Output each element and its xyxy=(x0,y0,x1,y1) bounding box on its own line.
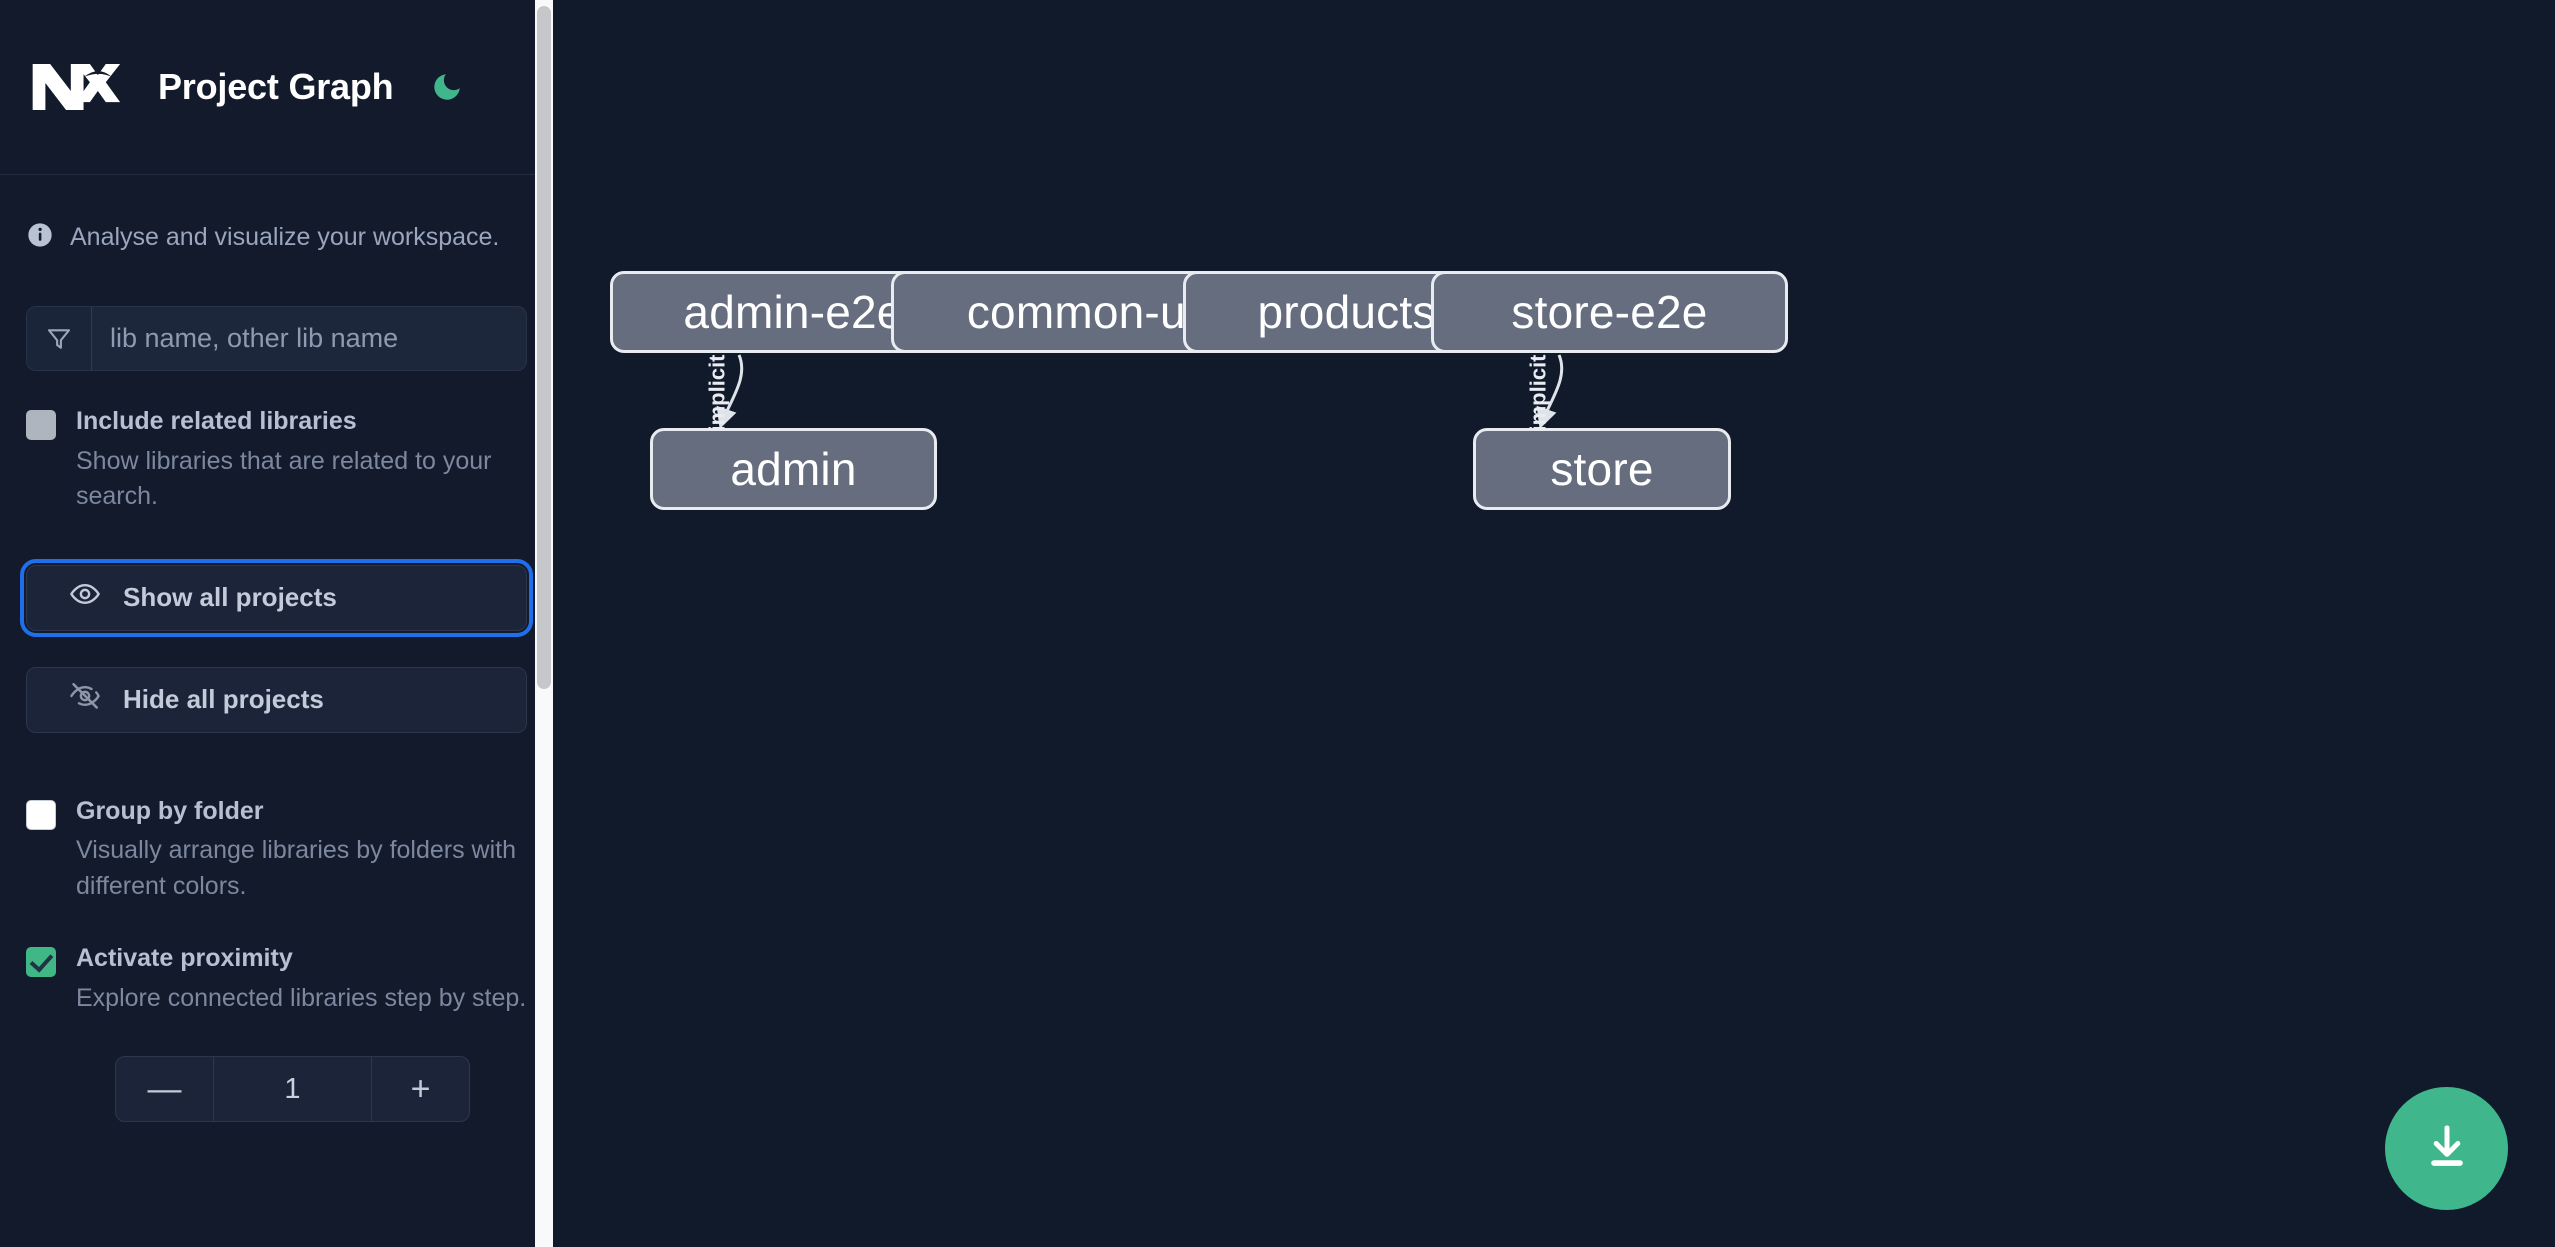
proximity-value: 1 xyxy=(284,1072,301,1105)
workspace-description-row: Analyse and visualize your workspace. xyxy=(0,175,553,254)
hide-all-projects-label: Hide all projects xyxy=(123,684,324,714)
graph-canvas[interactable]: admin-e2e common-ui products store-e2e a… xyxy=(553,0,2555,1247)
graph-edges xyxy=(716,354,1564,429)
group-by-folder-label: Group by folder xyxy=(76,796,264,825)
include-related-libraries-checkbox[interactable] xyxy=(26,410,56,440)
show-all-projects-label: Show all projects xyxy=(123,582,337,612)
sidebar-body: Analyse and visualize your workspace. In… xyxy=(0,175,553,1122)
filter-funnel-icon xyxy=(27,307,92,370)
graph-node-admin[interactable]: admin xyxy=(650,428,937,510)
search-input[interactable] xyxy=(92,307,526,370)
projects-button-group: Show all projects Hide all projects xyxy=(0,558,553,733)
graph-node-store[interactable]: store xyxy=(1473,428,1731,510)
graph-node-label: common-ui xyxy=(966,286,1197,338)
group-by-folder-description: Visually arrange libraries by folders wi… xyxy=(76,836,517,900)
sidebar-scrollbar[interactable] xyxy=(535,0,553,1247)
page-title: Project Graph xyxy=(158,66,394,107)
proximity-decrement-button[interactable]: — xyxy=(116,1057,214,1121)
sidebar-header: Project Graph xyxy=(0,0,553,175)
graph-node-store-e2e[interactable]: store-e2e xyxy=(1431,271,1788,353)
moon-icon[interactable] xyxy=(427,67,467,107)
graph-node-label: store-e2e xyxy=(1511,286,1708,338)
download-graph-button[interactable] xyxy=(2385,1087,2508,1210)
include-related-libraries-description: Show libraries that are related to your … xyxy=(76,446,492,511)
workspace-description: Analyse and visualize your workspace. xyxy=(70,223,500,251)
proximity-stepper: — 1 + xyxy=(115,1056,470,1122)
include-related-libraries-label: Include related libraries xyxy=(76,407,357,435)
download-icon xyxy=(2421,1121,2473,1176)
search-field-wrapper xyxy=(26,306,527,371)
show-all-projects-button[interactable]: Show all projects xyxy=(20,558,533,637)
graph-node-label: store xyxy=(1550,443,1654,495)
eye-icon xyxy=(69,578,101,617)
activate-proximity-label: Activate proximity xyxy=(76,944,293,972)
group-by-folder-checkbox[interactable] xyxy=(26,799,56,830)
graph-node-label: admin xyxy=(730,443,857,495)
option-include-related-libraries[interactable]: Include related libraries Show libraries… xyxy=(0,371,553,515)
activate-proximity-checkbox[interactable] xyxy=(26,947,56,977)
sidebar: Project Graph Analyse and visualize your… xyxy=(0,0,553,1247)
proximity-increment-button[interactable]: + xyxy=(371,1057,469,1121)
eye-off-icon xyxy=(69,680,101,719)
info-icon xyxy=(26,221,54,254)
activate-proximity-description: Explore connected libraries step by step… xyxy=(76,983,527,1012)
graph-node-label: products xyxy=(1257,286,1436,338)
nx-logo-icon xyxy=(26,56,122,118)
sidebar-scrollbar-thumb[interactable] xyxy=(537,6,551,689)
option-group-by-folder[interactable]: Group by folder Visually arrange librari… xyxy=(0,733,553,905)
graph-node-label: admin-e2e xyxy=(683,286,903,338)
hide-all-projects-button[interactable]: Hide all projects xyxy=(26,666,527,733)
option-activate-proximity[interactable]: Activate proximity Explore connected lib… xyxy=(0,904,553,1016)
